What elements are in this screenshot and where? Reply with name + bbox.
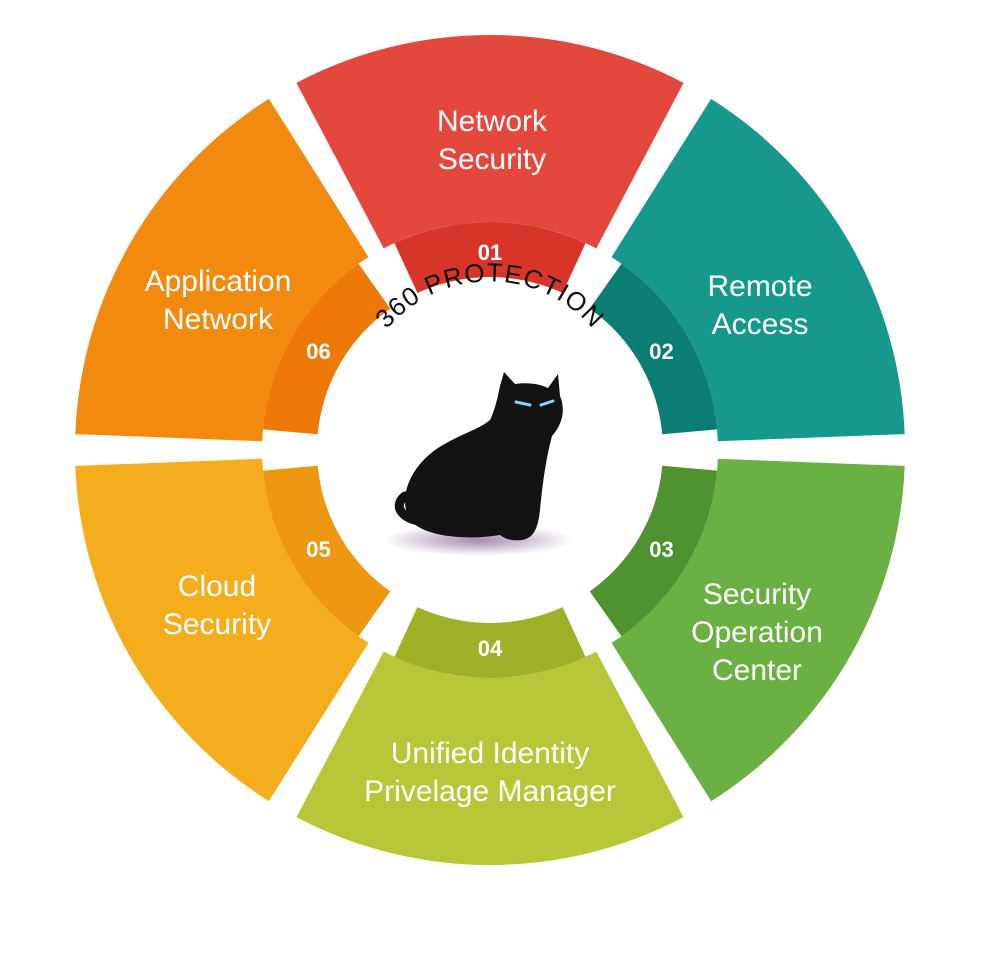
segment-number: 02 xyxy=(649,339,673,364)
segment-number: 01 xyxy=(478,240,502,265)
segment-number-ring xyxy=(589,465,718,637)
segment-number-ring xyxy=(589,263,718,435)
segment-number-ring xyxy=(394,222,586,294)
segment-outer-band xyxy=(611,458,905,802)
segment-label-line: Privelage Manager xyxy=(364,775,616,808)
segment-outer-band xyxy=(75,458,369,802)
segment-label-line: Operation xyxy=(691,616,823,649)
segment-outer-band xyxy=(611,98,905,442)
segment-number: 03 xyxy=(649,537,673,562)
segment-label-line: Application xyxy=(145,265,292,298)
segment-label-line: Center xyxy=(712,654,802,687)
segment-label-line: Security xyxy=(438,143,546,176)
segment-label-line: Remote xyxy=(707,270,812,303)
segment-label-line: Cloud xyxy=(178,570,256,603)
segment-outer-band xyxy=(296,34,684,249)
segment-label-line: Unified Identity xyxy=(391,737,589,770)
segment-number-ring xyxy=(262,465,391,637)
segment-label-line: Access xyxy=(712,308,809,341)
segment-label-line: Security xyxy=(163,608,271,641)
segment-number-ring xyxy=(394,606,586,678)
segment-number: 04 xyxy=(478,636,503,661)
segment-label-line: Security xyxy=(703,578,811,611)
segment-label-line: Network xyxy=(437,105,548,138)
segment-outer-band xyxy=(75,98,369,442)
segment-number-ring xyxy=(262,263,391,435)
segment-number: 06 xyxy=(306,339,330,364)
segment-outer-band xyxy=(296,651,684,866)
black-cat-icon xyxy=(383,372,573,556)
segment-number: 05 xyxy=(306,537,330,562)
segment-label-line: Network xyxy=(163,303,274,336)
